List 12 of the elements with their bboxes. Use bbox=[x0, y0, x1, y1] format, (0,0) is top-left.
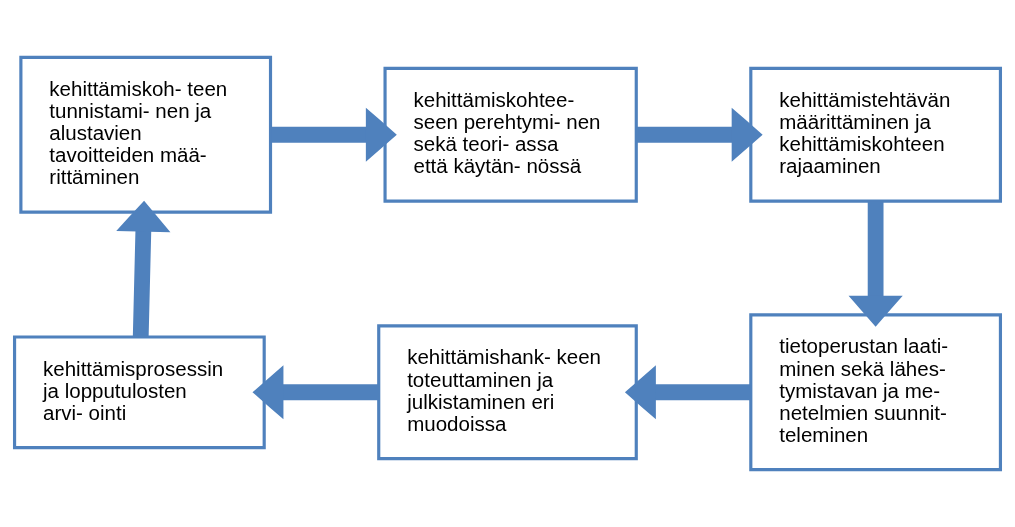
node-box: kehittämiskohtee- seen perehtymi- nen sekä teori- assa että käytän- nössä bbox=[383, 66, 638, 203]
arrow bbox=[116, 200, 171, 337]
arrow bbox=[252, 365, 379, 420]
node-box: kehittämishank- keen toteuttaminen ja julkistaminen eri muodoissa bbox=[377, 324, 638, 461]
arrow bbox=[848, 201, 903, 327]
node-box: kehittämiskoh- teen tunnistami- nen ja alustavien tavoitteiden mää- rittäminen bbox=[19, 55, 273, 214]
arrow bbox=[624, 365, 751, 420]
node-box: kehittämistehtävän määrittäminen ja kehittämiskohteen rajaaminen bbox=[749, 66, 1003, 203]
node-box: kehittämisprosessin ja lopputulosten arvi- ointi bbox=[13, 335, 266, 450]
node-box: tietoperustan laati- minen sekä lähes- tymistavan ja me- netelmien suunnit- teleminen bbox=[749, 313, 1003, 472]
arrow bbox=[271, 107, 397, 162]
arrow bbox=[636, 107, 763, 162]
